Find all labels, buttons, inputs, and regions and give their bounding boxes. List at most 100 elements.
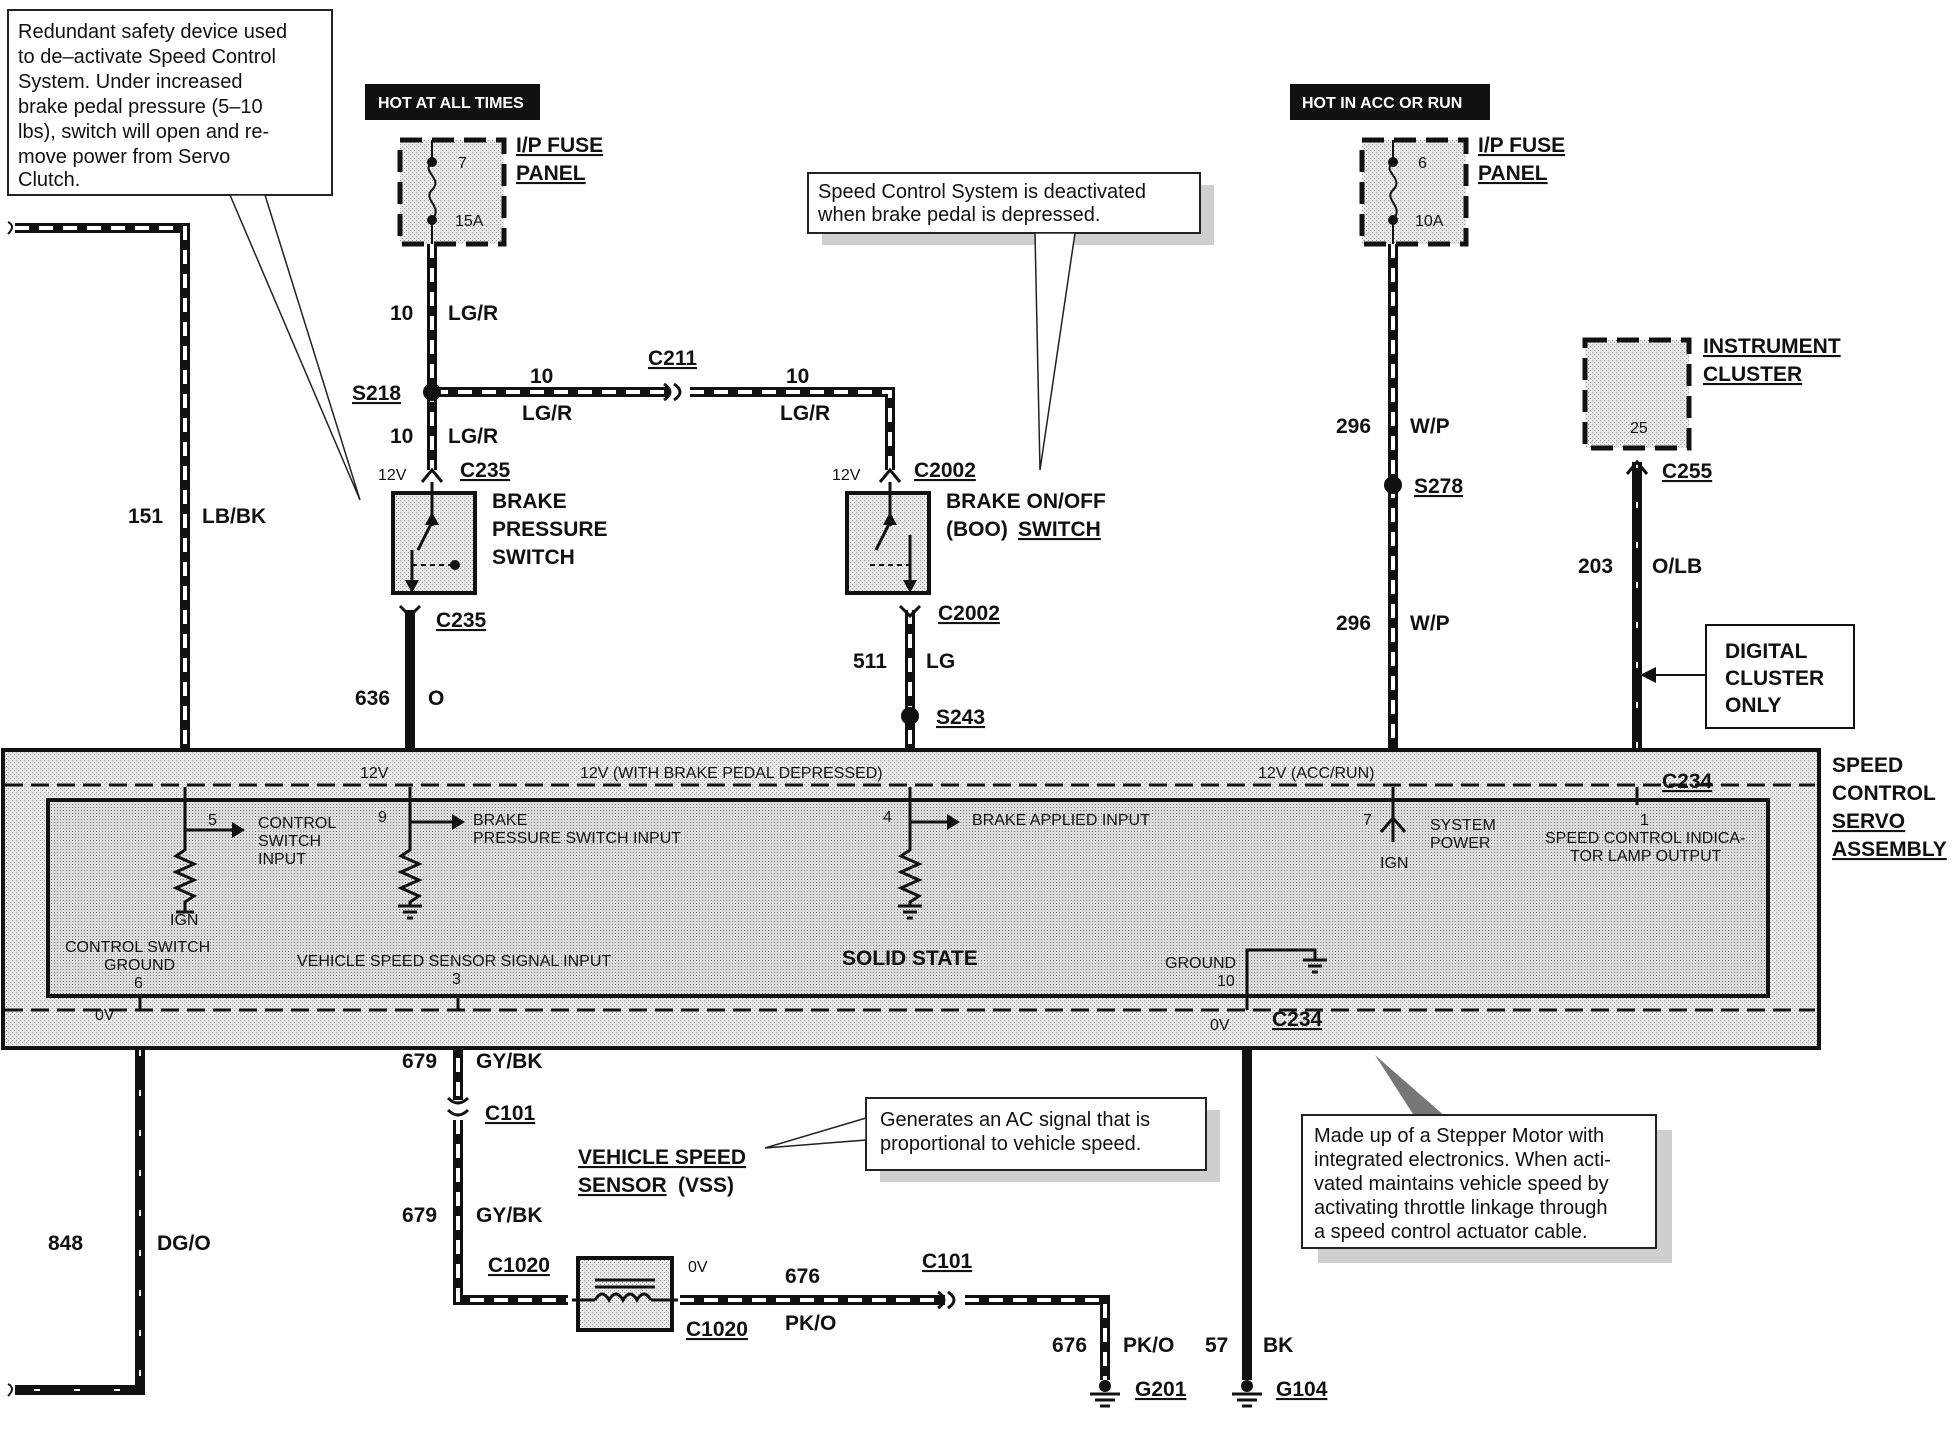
- pin5-label-3: INPUT: [258, 851, 306, 868]
- servo-title-1: SPEED: [1832, 754, 1903, 777]
- splice-s218: [423, 383, 441, 401]
- note-stepper-line2: integrated electronics. When acti-: [1314, 1149, 1611, 1171]
- pin1-label-2: TOR LAMP OUTPUT: [1570, 848, 1722, 865]
- wire-10b-color: LG/R: [448, 425, 498, 448]
- wire-57-number: 57: [1205, 1334, 1228, 1357]
- connector-c2002-bottom: C2002: [938, 602, 1000, 625]
- pin1-label-1: SPEED CONTROL INDICA-: [1545, 830, 1745, 847]
- header-hot-in-acc-or-run: HOT IN ACC OR RUN: [1290, 84, 1490, 120]
- speed-control-servo-assembly: [1, 748, 1821, 1050]
- fuse2-title-line2: PANEL: [1478, 162, 1548, 185]
- fuse-panel-7: 7 15A: [397, 137, 507, 247]
- pin6-label-1: CONTROL SWITCH: [65, 939, 210, 956]
- fuse2-amps: 10A: [1415, 213, 1444, 230]
- brake-pressure-title-1: BRAKE: [492, 490, 567, 513]
- wire-10a-number: 10: [390, 302, 413, 325]
- splice-s243: [901, 707, 919, 725]
- wires: [7, 221, 1642, 1397]
- fuse1-title-line2: PANEL: [516, 162, 586, 185]
- pin3-label: VEHICLE SPEED SENSOR SIGNAL INPUT: [297, 953, 611, 970]
- wire-10d-number: 10: [786, 365, 809, 388]
- connector-c1020-left: C1020: [488, 1254, 550, 1277]
- boo-switch: [845, 482, 931, 595]
- brake-pressure-12v: 12V: [378, 467, 407, 484]
- note-redundant-line6: move power from Servo: [18, 146, 230, 168]
- wire-10b-number: 10: [390, 425, 413, 448]
- wire-203-number: 203: [1578, 555, 1613, 578]
- pin9-label-1: BRAKE: [473, 812, 527, 829]
- fuse1-number: 7: [458, 155, 467, 172]
- note-redundant-line4: brake pedal pressure (5–10: [18, 96, 263, 118]
- connector-c101-upper: C101: [485, 1102, 536, 1125]
- note-boo-line2: when brake pedal is depressed.: [817, 204, 1100, 226]
- wire-676b-number: 676: [1052, 1334, 1087, 1357]
- pin10-label: GROUND: [1165, 955, 1236, 972]
- pin1-number: 1: [1640, 812, 1649, 829]
- wire-676a-number: 676: [785, 1265, 820, 1288]
- wire-848-number: 848: [48, 1232, 83, 1255]
- note-stepper-line1: Made up of a Stepper Motor with: [1314, 1125, 1604, 1147]
- pin7-label-1: SYSTEM: [1430, 817, 1496, 834]
- note-redundant-line7: Clutch.: [18, 169, 80, 191]
- wire-679a-number: 679: [402, 1050, 437, 1073]
- pin4-label: BRAKE APPLIED INPUT: [972, 812, 1150, 829]
- ground-g201: [1090, 1380, 1120, 1408]
- digital-note-line2: CLUSTER: [1725, 667, 1824, 690]
- splice-s278: [1384, 476, 1402, 494]
- wire-848-color: DG/O: [157, 1232, 211, 1255]
- wire-296b-color: W/P: [1410, 612, 1450, 635]
- wire-511-number: 511: [853, 650, 887, 673]
- note-redundant-line5: lbs), switch will open and re-: [18, 121, 269, 143]
- fuse1-title-line1: I/P FUSE: [516, 134, 603, 157]
- header-hot-at-all-times: HOT AT ALL TIMES: [365, 84, 540, 120]
- splice-s218-label: S218: [352, 382, 401, 405]
- note-vss-line2: proportional to vehicle speed.: [880, 1133, 1141, 1155]
- digital-note-line3: ONLY: [1725, 694, 1781, 717]
- connector-c234-top: C234: [1662, 770, 1713, 793]
- wire-151-color: LB/BK: [202, 505, 266, 528]
- vss-0v: 0V: [688, 1259, 708, 1276]
- wire-296b-number: 296: [1336, 612, 1371, 635]
- note-boo-line1: Speed Control System is deactivated: [818, 181, 1146, 203]
- note-stepper-motor: Made up of a Stepper Motor with integrat…: [1301, 1055, 1672, 1263]
- ground-g201-label: G201: [1135, 1378, 1187, 1401]
- boo-title-line2b: SWITCH: [1018, 518, 1101, 541]
- connector-c235-top: C235: [460, 459, 511, 482]
- wire-296a-number: 296: [1336, 415, 1371, 438]
- pin5-ign: IGN: [170, 912, 198, 929]
- pin6-label-2: GROUND: [104, 957, 175, 974]
- servo-12v-brake: 12V (WITH BRAKE PEDAL DEPRESSED): [580, 765, 883, 782]
- pin5-number: 5: [208, 812, 217, 829]
- servo-title-2: CONTROL: [1832, 782, 1936, 805]
- wire-511-color: LG: [926, 650, 955, 673]
- wire-151-number: 151: [128, 505, 163, 528]
- wire-10c-number: 10: [530, 365, 553, 388]
- wire-676a-color: PK/O: [785, 1312, 836, 1335]
- pin10-number: 10: [1217, 973, 1235, 990]
- cluster-title-line1: INSTRUMENT: [1703, 335, 1841, 358]
- note-vss-line1: Generates an AC signal that is: [880, 1109, 1150, 1131]
- wire-676b-color: PK/O: [1123, 1334, 1174, 1357]
- pin9-number: 9: [378, 809, 387, 826]
- wire-636-number: 636: [355, 687, 390, 710]
- note-redundant-line2: to de–activate Speed Control: [18, 46, 276, 68]
- fuse1-amps: 15A: [455, 213, 484, 230]
- splice-s278-label: S278: [1414, 475, 1463, 498]
- fuse2-number: 6: [1418, 155, 1427, 172]
- pin9-label-2: PRESSURE SWITCH INPUT: [473, 830, 681, 847]
- connector-c2002-top: C2002: [914, 459, 976, 482]
- header-hot-in-acc-label: HOT IN ACC OR RUN: [1302, 95, 1462, 112]
- cluster-title-line2: CLUSTER: [1703, 363, 1802, 386]
- pin5-label-2: SWITCH: [258, 833, 321, 850]
- brake-pressure-title-2: PRESSURE: [492, 518, 608, 541]
- vss-title-line2b: (VSS): [678, 1174, 734, 1197]
- connector-c211: C211: [648, 347, 697, 370]
- boo-title-line1: BRAKE ON/OFF: [946, 490, 1106, 513]
- wire-296a-color: W/P: [1410, 415, 1450, 438]
- vss-title-line2a: SENSOR: [578, 1174, 667, 1197]
- fuse-panel-6: 6 10A: [1359, 137, 1469, 247]
- connector-c1020-right: C1020: [686, 1318, 748, 1341]
- connector-c101-lower: C101: [922, 1250, 973, 1273]
- brake-pressure-switch: [391, 482, 477, 595]
